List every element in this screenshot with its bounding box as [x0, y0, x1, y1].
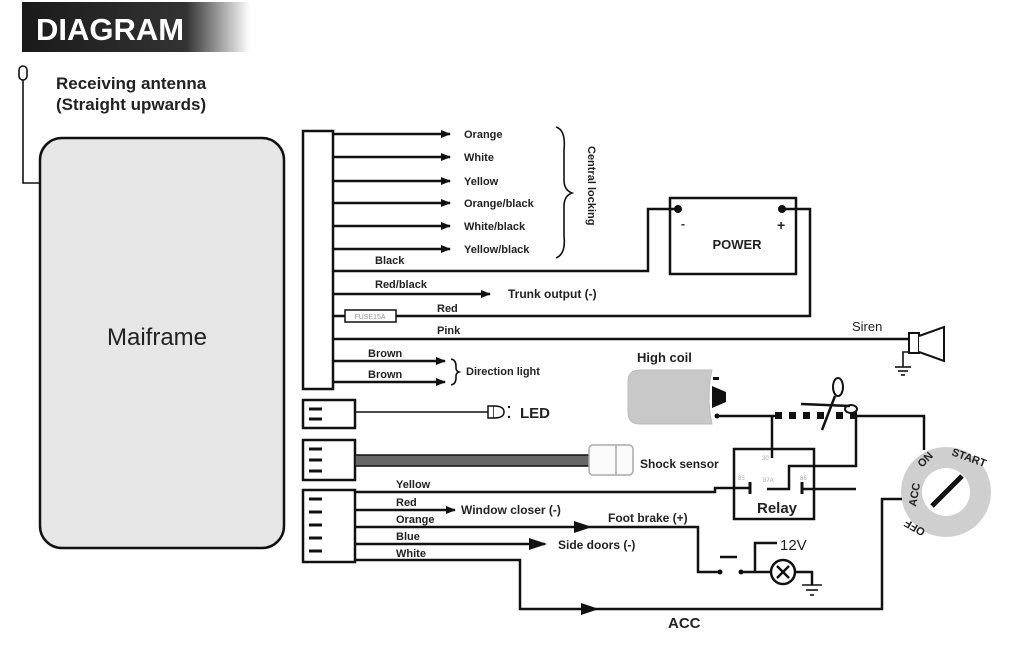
wire-label-white-bottom: White	[396, 548, 426, 560]
yellow-wire	[355, 486, 750, 494]
wire-label-orange: Orange	[464, 129, 503, 141]
antenna-label-line2: (Straight upwards)	[56, 95, 206, 114]
header-banner: DIAGRAM	[22, 2, 250, 52]
siren-icon	[895, 325, 945, 376]
ignition-pos-acc: ACC	[907, 482, 923, 508]
fuse-label: FUSE15A	[354, 314, 385, 321]
diagram-title: DIAGRAM	[36, 12, 184, 47]
wire-label-yellow-bottom: Yellow	[396, 479, 431, 491]
wire-label-orange-bottom: Orange	[396, 514, 435, 526]
wire-label-red-bottom: Red	[396, 497, 417, 509]
side-doors-label: Side doors (-)	[558, 538, 635, 552]
antenna-icon	[18, 65, 40, 184]
shock-sensor-icon	[588, 444, 634, 476]
high-coil-label: High coil	[637, 350, 692, 365]
wire-label-black: Black	[375, 255, 405, 267]
fuse-icon: FUSE15A	[344, 309, 397, 323]
foot-brake-label: Foot brake (+)	[608, 511, 688, 525]
ignition-start-wire	[857, 414, 926, 450]
central-locking-label: Central locking	[585, 146, 597, 225]
relay-87a-wire	[767, 416, 858, 491]
ignition-key-icon	[930, 474, 964, 508]
orange-brake-wire	[355, 525, 718, 574]
direction-light-brace	[450, 358, 462, 386]
ignition-switch[interactable]: OFF ACC ON START	[901, 447, 991, 538]
relay-label: Relay	[757, 500, 798, 517]
mainframe-unit: Maiframe	[38, 136, 286, 550]
shock-sensor-cable	[354, 454, 599, 467]
mainframe-label: Maiframe	[107, 324, 207, 351]
red-wire	[333, 207, 812, 318]
led-label: LED	[520, 405, 550, 422]
shock-sensor-connector	[301, 438, 357, 482]
scissors-icon	[800, 377, 858, 431]
direction-light-label: Direction light	[466, 366, 540, 378]
white-acc-wire	[355, 497, 902, 611]
led-connector	[301, 398, 357, 430]
main-connector	[301, 129, 335, 391]
wire-label-red: Red	[437, 303, 458, 315]
brake-switch-icon	[717, 555, 744, 575]
central-locking-wires	[333, 130, 451, 253]
brake-12v-wire	[741, 541, 777, 574]
brake-lamp-icon	[769, 558, 797, 586]
cut-line	[775, 412, 857, 419]
power-label: POWER	[712, 237, 762, 252]
led-icon	[487, 405, 511, 419]
wire-label-pink: Pink	[437, 325, 461, 337]
wire-label-brown-2: Brown	[368, 369, 403, 381]
relay-pin-30: 30	[762, 456, 769, 462]
central-locking-brace	[555, 126, 575, 259]
shock-sensor-label: Shock sensor	[640, 457, 719, 471]
acc-label: ACC	[668, 615, 701, 632]
voltage-label: 12V	[780, 537, 807, 554]
wire-label-red-black: Red/black	[375, 279, 428, 291]
siren-label: Siren	[852, 319, 882, 334]
relay-pin-85: 85	[738, 476, 745, 482]
trunk-output-label: Trunk output (-)	[508, 287, 597, 301]
power-minus: -	[681, 217, 685, 231]
wire-label-brown-1: Brown	[368, 348, 403, 360]
power-box: - + POWER	[668, 196, 798, 276]
window-closer-label: Window closer (-)	[461, 503, 561, 517]
wire-label-yellow: Yellow	[464, 176, 499, 188]
relay-pin-86: 86	[800, 476, 807, 482]
power-plus: +	[777, 217, 785, 233]
antenna-label-line1: Receiving antenna	[56, 74, 207, 93]
relay-pin-87a: 87A	[763, 478, 774, 484]
wire-label-blue-bottom: Blue	[396, 531, 420, 543]
wire-label-orange-black: Orange/black	[464, 198, 535, 210]
relay-box: 30 85 87A 86 Relay	[732, 447, 816, 521]
ground-icon	[802, 584, 822, 596]
wire-label-white: White	[464, 152, 494, 164]
high-coil-icon	[627, 369, 726, 425]
bottom-connector	[301, 488, 357, 564]
wire-label-yellow-black: Yellow/black	[464, 244, 530, 256]
black-wire	[333, 207, 678, 273]
wire-label-white-black: White/black	[464, 221, 526, 233]
